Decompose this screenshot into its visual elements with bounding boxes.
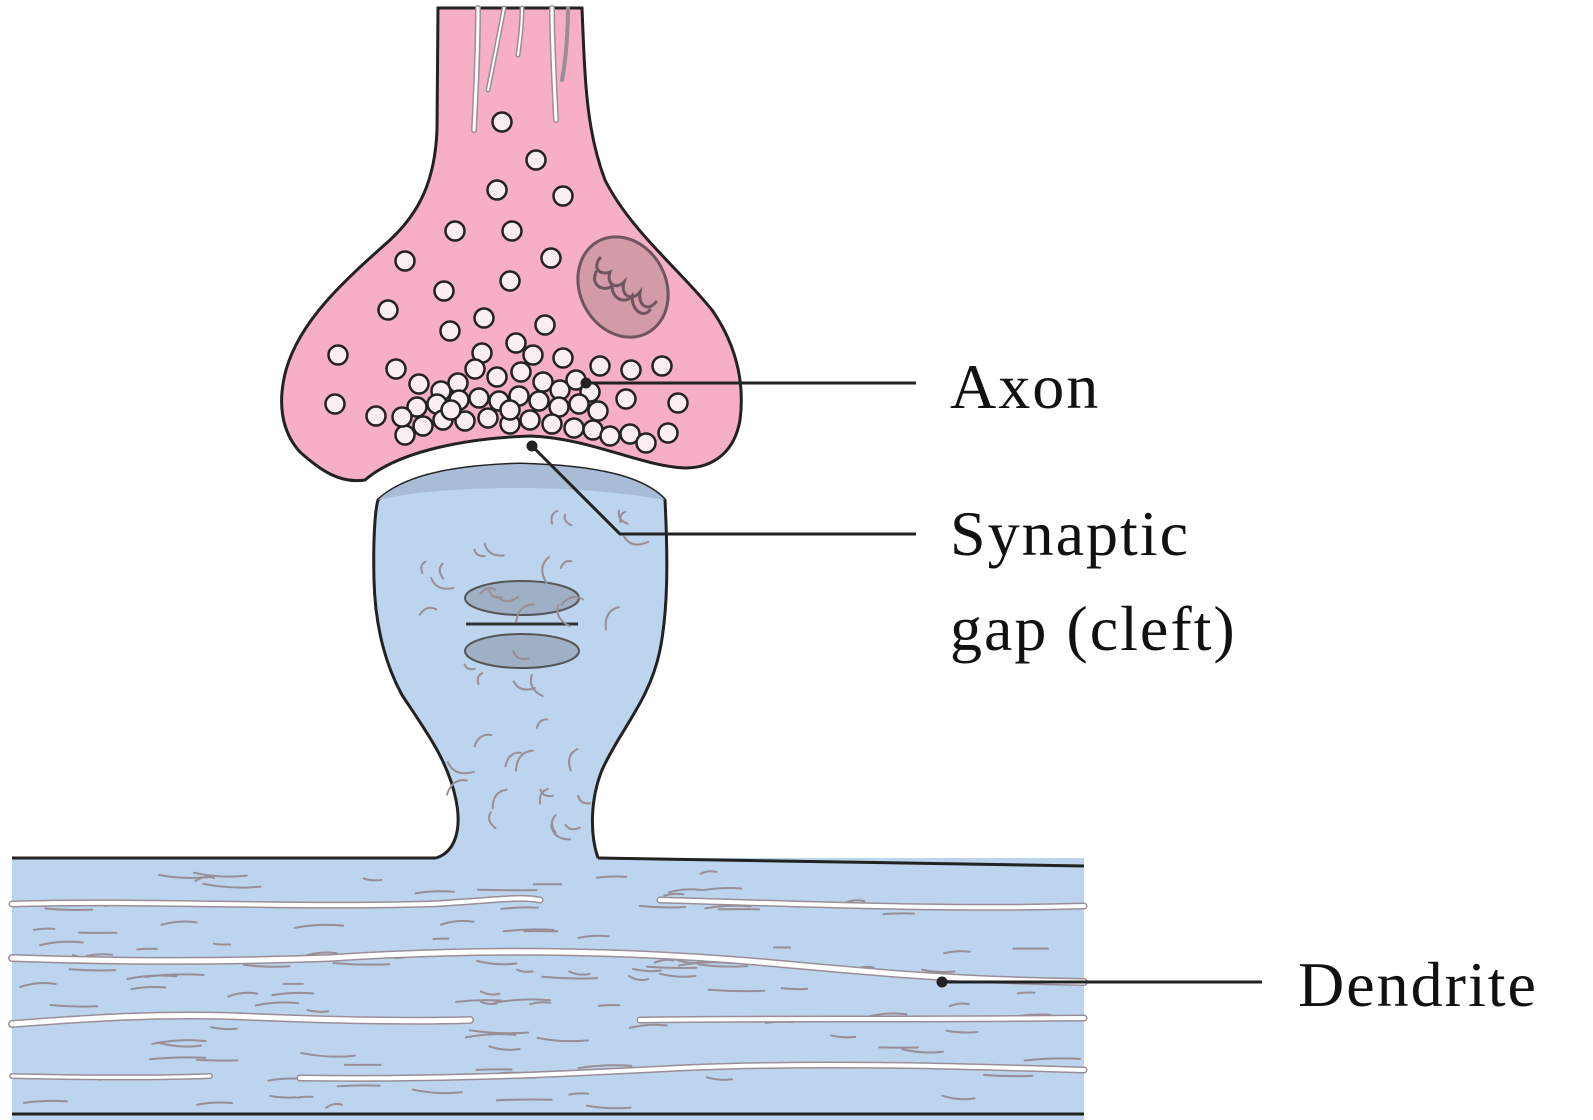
- vesicle: [410, 375, 429, 394]
- texture-stroke: [782, 988, 807, 989]
- vesicle: [503, 222, 522, 241]
- vesicle: [475, 309, 494, 328]
- vesicle: [524, 346, 543, 365]
- axon-callout-dot: [582, 379, 590, 387]
- vesicle: [466, 360, 485, 379]
- vesicle: [637, 434, 656, 453]
- vesicle: [326, 395, 345, 414]
- dendrite-trunk: [12, 858, 1084, 1120]
- vesicle: [470, 389, 489, 408]
- texture-stroke: [597, 877, 627, 878]
- vesicle: [512, 363, 531, 382]
- texture-stroke: [214, 944, 230, 945]
- vesicle: [446, 222, 465, 241]
- vesicle: [554, 349, 573, 368]
- vesicle: [507, 334, 526, 353]
- dendrite-trunk-body: [12, 858, 1084, 1120]
- vesicle: [379, 301, 398, 320]
- label-axon: Axon: [950, 351, 1100, 422]
- vesicle: [659, 424, 678, 443]
- vesicle: [435, 282, 454, 301]
- dendrite-callout-dot: [938, 978, 946, 986]
- vesicle: [441, 322, 460, 341]
- vesicle: [589, 402, 608, 421]
- vesicle: [570, 395, 589, 414]
- texture-stroke: [1018, 993, 1035, 994]
- texture-stroke: [599, 1005, 620, 1006]
- texture-stroke: [569, 1093, 588, 1094]
- vesicle: [542, 249, 561, 268]
- vesicle: [396, 426, 415, 445]
- texture-stroke: [197, 1060, 238, 1061]
- vesicle: [601, 427, 620, 446]
- vesicle: [554, 187, 573, 206]
- texture-stroke: [70, 969, 116, 970]
- vesicle: [479, 409, 498, 428]
- vesicle: [501, 401, 520, 420]
- texture-stroke: [297, 1097, 312, 1098]
- vesicle: [488, 181, 507, 200]
- texture-stroke: [647, 967, 696, 968]
- vesicle: [501, 272, 520, 291]
- vesicle: [393, 408, 412, 427]
- vesicle: [543, 415, 562, 434]
- label-dendrite: Dendrite: [1298, 949, 1538, 1020]
- vesicle: [536, 316, 555, 335]
- vesicle: [591, 357, 610, 376]
- vesicle: [396, 252, 415, 271]
- vesicle: [653, 357, 672, 376]
- label-synaptic: Synaptic: [950, 498, 1190, 569]
- texture-stroke: [984, 1075, 1033, 1076]
- vesicle: [442, 401, 461, 420]
- label-synaptic-gap-cleft: gap (cleft): [950, 593, 1237, 664]
- vesicle: [530, 392, 549, 411]
- vesicle: [622, 361, 641, 380]
- texture-stroke: [338, 1085, 380, 1086]
- vesicle: [367, 407, 386, 426]
- synaptic-gap-callout-dot: [528, 442, 536, 450]
- dendritic-spine: [374, 464, 667, 858]
- vesicle: [617, 390, 636, 409]
- vesicle: [329, 346, 348, 365]
- spine-apparatus: [465, 581, 579, 668]
- vesicle: [387, 360, 406, 379]
- vesicle: [565, 419, 584, 438]
- vesicle: [488, 368, 507, 387]
- vesicle: [527, 151, 546, 170]
- texture-stroke: [883, 913, 913, 914]
- texture-stroke: [497, 1100, 552, 1101]
- texture-stroke: [137, 949, 157, 950]
- vesicle: [493, 113, 512, 132]
- vesicle: [414, 417, 433, 436]
- vesicle: [521, 411, 540, 430]
- vesicle: [669, 394, 688, 413]
